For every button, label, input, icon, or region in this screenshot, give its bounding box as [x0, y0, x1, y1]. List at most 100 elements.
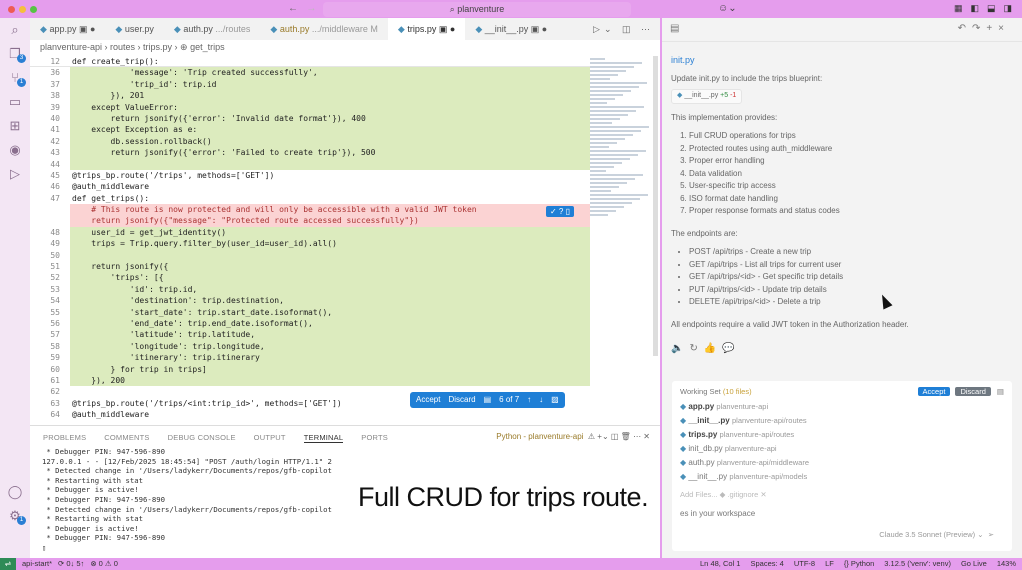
accept-change-button[interactable]: Accept — [416, 395, 441, 404]
update-text: Update init.py to include the trips blue… — [671, 73, 823, 83]
previous-change-button[interactable]: ↑ — [527, 395, 532, 404]
terminal-toolbar-icons[interactable]: ⚠ +⌄ ◫ 🗑 ⋯ ✕ — [585, 432, 650, 441]
status-item[interactable]: LF — [825, 559, 834, 568]
review-icon[interactable]: ▨ — [551, 395, 559, 404]
status-item[interactable]: UTF-8 — [793, 559, 816, 568]
chat-input[interactable]: es in your workspace — [680, 509, 756, 518]
feedback-icons[interactable]: 🔈↻👍💬 — [671, 343, 741, 354]
code-line: 57 'latitude': trip.latitude, — [30, 329, 590, 341]
working-set-file[interactable]: ◆ app.py planventure-api — [680, 402, 769, 411]
inline-diff-actions[interactable]: ✓ ? ▯ — [546, 206, 574, 217]
window-controls[interactable] — [8, 6, 37, 13]
tab-trips.py[interactable]: ◆ trips.py ▣ ● — [387, 18, 466, 40]
source-control-icon[interactable]: ⑂1 — [0, 66, 30, 90]
minimap-line — [590, 170, 606, 172]
edits-icon[interactable]: ▤ — [670, 23, 680, 34]
tab-auth.py[interactable]: ◆ auth.py .../routes — [173, 24, 251, 34]
line-number: 44 — [50, 159, 60, 169]
working-set-file[interactable]: ◆ __init__.py planventure-api/models — [680, 472, 808, 481]
status-item[interactable]: {} Python — [843, 559, 875, 568]
feature-item: ISO format date handling — [689, 193, 1012, 206]
minimap-line — [590, 134, 633, 136]
file-heading[interactable]: init.py — [671, 55, 695, 65]
discard-change-button[interactable]: Discard — [448, 395, 476, 404]
panel-tab-problems[interactable]: PROBLEMS — [43, 433, 87, 442]
remote-icon[interactable]: ⇌ — [0, 558, 16, 570]
editor-scrollbar[interactable] — [653, 56, 658, 356]
maximize-window-button[interactable] — [30, 6, 37, 13]
line-number: 46 — [50, 182, 60, 192]
command-center-search[interactable]: ⌕ planventure — [323, 2, 631, 17]
breadcrumb[interactable]: planventure-api › routes › trips.py › ⊕ … — [40, 42, 225, 52]
endpoint-item: DELETE /api/trips/<id> - Delete a trip — [689, 296, 1012, 309]
working-set-file[interactable]: ◆ trips.py planventure-api/routes — [680, 430, 795, 439]
tab-auth.py[interactable]: ◆ auth.py .../middleware M — [270, 24, 378, 34]
minimize-window-button[interactable] — [19, 6, 26, 13]
status-item[interactable]: 143% — [996, 559, 1016, 568]
back-button[interactable]: ← — [288, 3, 298, 14]
remote-explorer-icon[interactable]: ▭ — [8, 94, 22, 109]
tab-init.py[interactable]: ◆ __init__.py ▣ ● — [475, 24, 548, 34]
status-item[interactable]: 3.12.5 ('venv': venv) — [884, 559, 951, 568]
line-text: return jsonify({'error': 'Failed to crea… — [72, 148, 376, 158]
account-icon[interactable]: ◯ — [7, 484, 23, 499]
panel-tab-output[interactable]: OUTPUT — [253, 433, 286, 442]
editor-actions[interactable]: ▷⌄ ◫ ⋯ — [593, 24, 654, 34]
toggle-secondary-sidebar-icon[interactable]: ◨ — [1003, 3, 1012, 13]
add-files-row[interactable]: Add Files... ◆ .gitignore ✕ — [680, 490, 767, 499]
customize-layout-icon[interactable]: ▦ — [953, 3, 963, 13]
run-debug-icon[interactable]: ▷ — [10, 166, 20, 181]
changed-file-pill[interactable]: ◆ __init__.py +5 -1 — [671, 89, 743, 104]
next-change-button[interactable]: ↓ — [539, 395, 544, 404]
status-item[interactable]: Go Live — [960, 559, 987, 568]
branch-indicator[interactable]: api-start* — [22, 559, 53, 568]
unsaved-dot-icon[interactable]: ▣ ● — [436, 24, 456, 34]
panel-tab-debug-console[interactable]: DEBUG CONSOLE — [167, 433, 236, 442]
unsaved-dot-icon[interactable]: ▣ ● — [528, 24, 548, 34]
panel-tab-ports[interactable]: PORTS — [361, 433, 388, 442]
status-item[interactable]: Ln 48, Col 1 — [700, 559, 741, 568]
search-icon[interactable]: ⌕ — [11, 22, 19, 37]
minimap-line — [590, 102, 607, 104]
status-bar: ⇌ api-start* ⟳ 0↓ 5↑ ⊗ 0 ⚠ 0 Ln 48, Col … — [0, 558, 1022, 570]
minimap-line — [590, 186, 619, 188]
view-all-icon[interactable]: ▤ — [996, 387, 1004, 396]
status-item[interactable]: Spaces: 4 — [750, 559, 784, 568]
chat-actions[interactable]: ↶↷+× — [957, 23, 1010, 34]
working-set-file[interactable]: ◆ auth.py planventure-api/middleware — [680, 458, 810, 467]
file-name: init_db.py — [688, 444, 723, 453]
copilot-icon[interactable]: ☺⌄ — [718, 3, 737, 14]
tab-app.py[interactable]: ◆ app.py ▣ ● — [40, 24, 96, 34]
open-diff-icon[interactable]: ▤ — [483, 395, 492, 404]
forward-button[interactable]: → — [306, 3, 317, 14]
terminal-line: * Debugger is active! — [42, 523, 139, 533]
extensions-icon[interactable]: ⊞ — [9, 118, 21, 133]
panel-tab-terminal[interactable]: TERMINAL — [303, 433, 344, 443]
model-picker[interactable]: Claude 3.5 Sonnet (Preview) ⌄ ➢ — [879, 530, 994, 539]
working-set-file[interactable]: ◆ __init__.py planventure-api/routes — [680, 416, 807, 425]
panel-tab-comments[interactable]: COMMENTS — [104, 433, 150, 442]
terminal-selector[interactable]: Python - planventure-api — [496, 432, 584, 441]
problems-indicator[interactable]: ⊗ 0 ⚠ 0 — [90, 559, 118, 568]
tab-user.py[interactable]: ◆ user.py — [115, 24, 154, 34]
accept-all-button[interactable]: Accept — [917, 387, 951, 396]
toggle-sidebar-icon[interactable]: ◧ — [970, 3, 979, 13]
sync-indicator[interactable]: ⟳ 0↓ 5↑ — [58, 559, 85, 568]
terminal-line: * Debugger PIN: 947-596-890 — [42, 447, 166, 456]
unsaved-dot-icon[interactable]: ▣ ● — [76, 24, 96, 34]
minimap-line — [590, 106, 644, 108]
close-window-button[interactable] — [8, 6, 15, 13]
explorer-icon[interactable]: ❐3 — [0, 42, 30, 66]
discard-all-button[interactable]: Discard — [955, 387, 991, 396]
code-line: 37 'trip_id': trip.id — [30, 78, 590, 91]
github-icon[interactable]: ◉ — [9, 142, 21, 157]
minimap-line — [590, 130, 641, 132]
line-number: 39 — [50, 102, 60, 112]
minimap[interactable] — [590, 56, 654, 416]
toggle-panel-icon[interactable]: ⬓ — [986, 3, 996, 13]
working-set-file[interactable]: ◆ init_db.py planventure-api — [680, 444, 777, 453]
line-text: return jsonify({'error': 'Invalid date f… — [72, 113, 366, 123]
manage-gear-icon[interactable]: ⚙1 — [0, 504, 30, 528]
